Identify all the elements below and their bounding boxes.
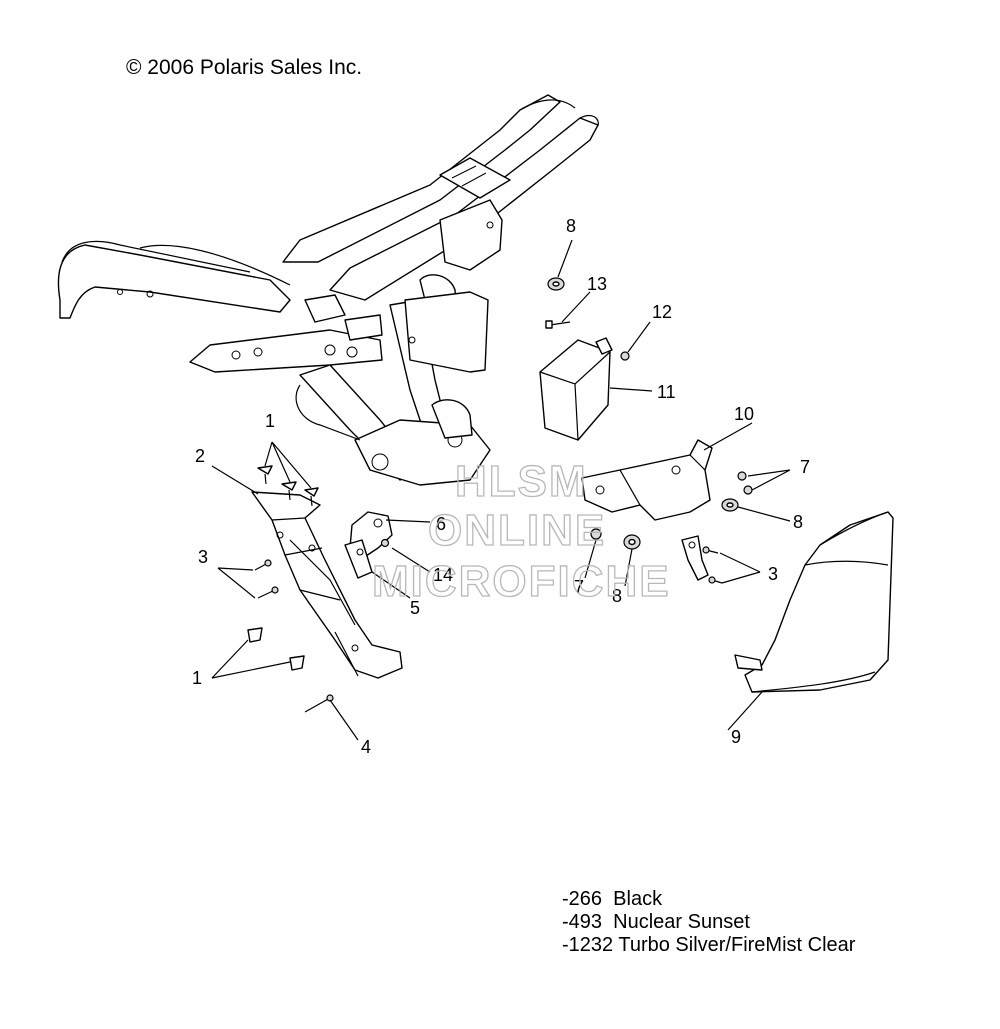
color-name: Nuclear Sunset xyxy=(613,911,750,933)
color-option: -266 Black xyxy=(562,888,855,911)
watermark-line-2: ONLINE xyxy=(428,506,606,555)
color-code: -1232 xyxy=(562,934,614,956)
part-2-side-panel xyxy=(251,491,403,679)
callout-7-right: 7 xyxy=(800,457,810,477)
callout-13: 13 xyxy=(587,274,607,294)
callout-8-top: 8 xyxy=(566,216,576,236)
part-3-right-bracket xyxy=(681,535,709,581)
callout-3-left: 3 xyxy=(198,547,208,567)
callout-4: 4 xyxy=(361,737,371,757)
callout-8-right: 8 xyxy=(793,512,803,532)
callout-11: 11 xyxy=(657,382,676,402)
callout-7-lower: 7 xyxy=(574,577,584,597)
callout-6: 6 xyxy=(436,514,446,534)
fasteners xyxy=(247,277,753,713)
color-options-legend: -266 Black -493 Nuclear Sunset -1232 Tur… xyxy=(562,888,855,957)
color-option: -493 Nuclear Sunset xyxy=(562,911,855,934)
color-option: -1232 Turbo Silver/FireMist Clear xyxy=(562,934,855,957)
part-9-side-cover xyxy=(734,511,894,693)
callout-12: 12 xyxy=(652,302,672,322)
color-name: Black xyxy=(613,888,663,910)
frame-assembly xyxy=(57,94,599,486)
leader-lines xyxy=(211,239,791,741)
callout-3-right: 3 xyxy=(768,564,778,584)
part-11-module xyxy=(539,337,613,441)
color-code: -266 xyxy=(562,888,603,910)
watermark: HLSM ONLINE MICROFICHE xyxy=(371,456,671,606)
callout-1-top: 1 xyxy=(265,411,275,431)
callout-8-lower: 8 xyxy=(612,586,622,606)
part-10-bracket xyxy=(581,439,713,521)
callout-10: 10 xyxy=(734,404,754,424)
copyright-notice: © 2006 Polaris Sales Inc. xyxy=(126,56,363,79)
color-name: Turbo Silver/FireMist Clear xyxy=(618,934,856,956)
part-6-mount xyxy=(344,511,393,579)
callout-5: 5 xyxy=(410,598,420,618)
callout-2: 2 xyxy=(195,446,205,466)
color-code: -493 xyxy=(562,911,603,933)
callout-14: 14 xyxy=(433,565,453,585)
watermark-line-1: HLSM xyxy=(455,457,588,506)
callout-9: 9 xyxy=(731,727,741,747)
callout-numbers: 1 2 3 1 4 6 14 5 8 13 12 11 10 7 8 7 8 3… xyxy=(192,216,810,757)
watermark-line-3: MICROFICHE xyxy=(372,557,671,606)
callout-1-lower: 1 xyxy=(192,668,202,688)
